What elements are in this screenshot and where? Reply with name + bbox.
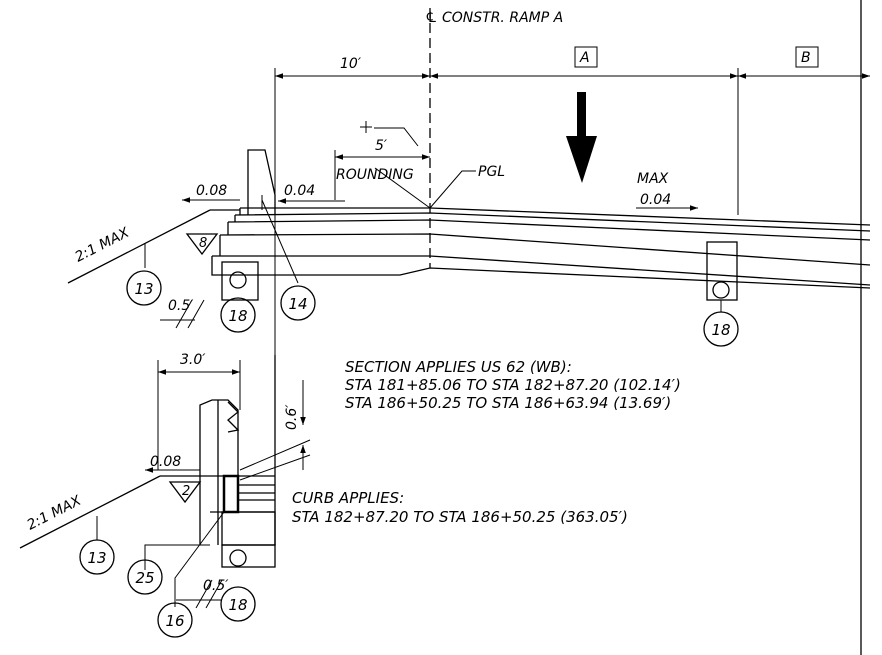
dim-box-b-label: B [801,50,811,66]
callout-13-top: 13 [126,270,162,306]
centerline-label: ℄ CONSTR. RAMP A [425,10,563,26]
offset-05-bottom-label: 0.5′ [203,578,229,594]
top-slope-008: 0.08 [196,183,227,199]
section-applies-note: SECTION APPLIES US 62 (WB): STA 181+85.0… [345,358,681,412]
rounding-dimension: 5′ ROUNDING [334,121,431,209]
section-note-line1: STA 181+85.06 TO STA 182+87.20 (102.14′) [345,376,681,394]
callout-16-label: 16 [165,612,184,630]
top-slope-ratio: 2:1 MAX [73,225,133,266]
top-side-slope: 2:1 MAX 0.08 0.04 [67,183,345,284]
dim-10-ft: 10′ [340,56,362,72]
top-slope-004: 0.04 [284,183,315,199]
traffic-direction-arrow [566,92,597,183]
max-slope-arrow: MAX 0.04 [636,171,698,211]
max-slope-value: 0.04 [640,192,671,208]
curb-note-line1: STA 182+87.20 TO STA 186+50.25 (363.05′) [292,508,628,526]
pgl-callout: PGL [429,164,505,209]
triangle-8-icon: 8 [185,233,219,256]
callout-25: 25 [127,544,210,595]
triangle-2-icon: 2 [168,481,202,504]
rounding-label: ROUNDING [336,167,414,183]
callout-14-label: 14 [288,295,307,313]
callout-13-bottom: 13 [79,539,115,575]
callout-14: 14 [280,285,316,321]
rounding-5-ft: 5′ [375,138,388,154]
callout-13-top-label: 13 [134,280,153,298]
dim-06-ft: 0.6′ [284,404,300,430]
max-label: MAX [637,171,669,187]
callout-18-top-right: 18 [703,311,739,347]
top-pavement-section [211,149,871,312]
callout-18-top-right-label: 18 [711,321,730,339]
callout-18-top-left: 18 [220,297,256,333]
callout-16: 16 [157,511,225,638]
triangle-2-label: 2 [182,484,190,499]
top-dimension-chain: 10′ A B [274,46,870,355]
offset-05-bottom: 0.5′ [176,578,229,609]
callout-13-bottom-label: 13 [87,549,106,567]
plus-icon [360,121,372,133]
callout-18-top-left-label: 18 [228,307,247,325]
triangle-8-label: 8 [199,236,207,251]
dim-box-a-label: A [579,50,590,66]
callout-18-bottom: 18 [220,586,256,622]
dim-box-a: A [574,46,598,68]
dim-box-b: B [795,46,819,68]
offset-05-top-label: 0.5′ [168,298,194,314]
pgl-label: PGL [478,164,505,180]
callout-18-bottom-label: 18 [228,596,247,614]
centerline-ramp-a: ℄ CONSTR. RAMP A [425,8,563,268]
section-note-line2: STA 186+50.25 TO STA 186+63.94 (13.69′) [345,394,671,412]
bottom-pavement-section [199,355,276,568]
dim-30-ft: 3.0′ [180,352,206,368]
bottom-slope-ratio: 2:1 MAX [25,493,85,534]
bottom-side-slope: 2:1 MAX 0.08 [19,454,224,549]
width-30-dimension: 3.0′ [157,352,241,470]
callout-25-label: 25 [135,569,154,587]
offset-05-top: 0.5′ [160,298,205,329]
curb-note-title: CURB APPLIES: [292,489,404,507]
bottom-slope-008: 0.08 [150,454,181,470]
section-note-title: SECTION APPLIES US 62 (WB): [345,358,572,376]
curb-applies-note: CURB APPLIES: STA 182+87.20 TO STA 186+5… [292,489,628,526]
